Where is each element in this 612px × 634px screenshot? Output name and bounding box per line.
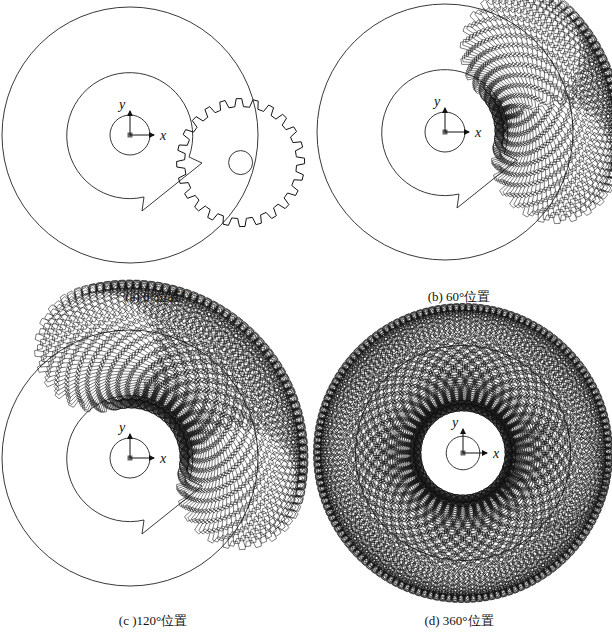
- axis-label: y: [433, 94, 441, 109]
- axis-label: x: [492, 446, 500, 461]
- x-axis: [445, 132, 469, 133]
- panel-caption: (d) 360°位置: [424, 614, 493, 628]
- panel-caption: (b) 60°位置: [428, 290, 491, 304]
- y-axis: [130, 434, 131, 458]
- axis-label: x: [474, 125, 482, 140]
- axis-label: y: [118, 97, 126, 112]
- axis-label: y: [118, 420, 126, 435]
- axis-label: y: [451, 415, 459, 430]
- y-axis: [130, 111, 131, 135]
- gear-envelope: [460, 0, 612, 224]
- root-profile: [67, 73, 202, 211]
- panel-caption: (a) 0°位置: [125, 290, 180, 304]
- panel-figure: [2, 7, 305, 263]
- y-axis: [463, 429, 464, 453]
- panel-figure: [2, 280, 308, 586]
- blank-circle: [2, 7, 258, 263]
- panel-figure: [317, 0, 612, 260]
- axis-label: x: [159, 451, 167, 466]
- panel-caption: (c )120°位置: [119, 614, 187, 628]
- blank-circle: [317, 4, 573, 260]
- axis-label: x: [159, 128, 167, 143]
- gear-envelope: [177, 99, 305, 227]
- x-axis: [130, 135, 154, 136]
- gear-envelope: [35, 280, 308, 550]
- gear-envelope: [314, 304, 612, 603]
- panel-figure: [314, 304, 612, 603]
- y-axis: [445, 108, 446, 132]
- x-axis: [463, 453, 487, 454]
- cutter-hub: [229, 151, 253, 175]
- x-axis: [130, 458, 154, 459]
